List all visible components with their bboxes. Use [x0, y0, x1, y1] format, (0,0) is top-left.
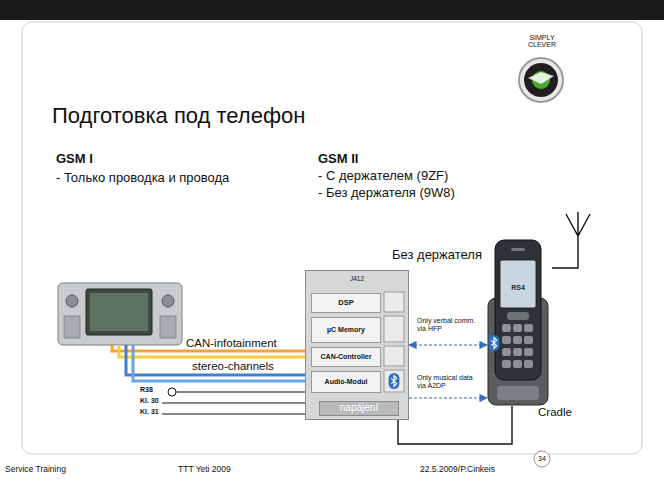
phone-key	[502, 348, 511, 356]
audio-wire	[126, 345, 305, 375]
radio-buttons	[64, 316, 80, 338]
page-circle	[534, 451, 550, 467]
phone-key	[513, 360, 522, 368]
phone-nav	[507, 312, 529, 320]
module-slot	[384, 346, 404, 366]
pin-name: Kl. 31	[140, 408, 159, 416]
bluetooth-rune	[491, 338, 496, 349]
terminal-symbol	[168, 388, 176, 396]
pin-name: Kl. 30	[140, 397, 159, 405]
node-text: CAN-Controller	[321, 353, 372, 360]
phone-key	[513, 324, 522, 332]
node-text: µC Memory	[326, 326, 366, 333]
heading: GSM II	[318, 152, 358, 167]
node-text: RS4	[511, 284, 525, 291]
module-box: CAN-Controller	[311, 347, 381, 367]
module-slot	[384, 292, 404, 312]
footer-text: TTT Yeti 2009	[178, 465, 231, 475]
antenna	[566, 212, 590, 250]
bluetooth-link	[409, 344, 487, 345]
phone-key	[524, 324, 533, 332]
radio-screen-glass	[90, 293, 148, 331]
note: - Без держателя (9W8)	[318, 186, 455, 201]
top-bar	[0, 0, 664, 20]
note: - Только проводка и провода	[56, 171, 229, 186]
bluetooth-link	[409, 397, 487, 398]
logo-ring	[519, 58, 563, 102]
module-box: µC Memory	[311, 317, 381, 343]
phone-key	[502, 324, 511, 332]
slide-frame	[22, 22, 642, 454]
phone-earpiece	[511, 248, 525, 251]
link-label: Only verbal comm. via HFP	[416, 317, 484, 333]
note: - С держателем (9ZF)	[318, 169, 448, 184]
cradle-cable	[398, 406, 512, 444]
bluetooth-rune	[391, 376, 396, 387]
power-wire	[162, 392, 305, 414]
phone-art	[487, 238, 549, 406]
audio-wire	[133, 345, 305, 381]
page-number: 34	[538, 455, 546, 463]
antenna-cable	[552, 250, 578, 268]
callout-label: Без держателя	[392, 248, 482, 263]
radio-screen	[86, 289, 152, 335]
logo-disc	[524, 63, 558, 97]
signal-name: stereo-channels	[192, 360, 274, 373]
module-box: Audio-Modul	[311, 371, 381, 393]
control-unit: J412DSP µC MemoryCAN-ControllerAudio-Modu…	[305, 270, 409, 420]
power-band: napájení	[319, 401, 399, 416]
radio-knob	[162, 295, 174, 307]
slide-title: Подготовка под телефон	[52, 103, 305, 128]
module-slot	[384, 316, 404, 342]
heading: GSM I	[56, 152, 93, 167]
module-box: DSP	[311, 293, 381, 313]
logo-arrow	[528, 72, 554, 84]
phone-key	[524, 336, 533, 344]
bluetooth-icon	[389, 373, 400, 389]
phone-key	[524, 360, 533, 368]
phone-key	[513, 336, 522, 344]
node-text: DSP	[338, 299, 353, 307]
phone-screen	[500, 260, 536, 308]
phone-key	[502, 360, 511, 368]
part-name: Cradle	[538, 406, 572, 419]
phone-body	[495, 240, 541, 380]
signal-name: CAN-infotainment	[186, 337, 277, 350]
node-text: napájení	[340, 403, 378, 414]
phone-key	[513, 348, 522, 356]
module-slot	[384, 370, 404, 392]
radio-unit	[58, 283, 182, 345]
slogan: SIMPLY CLEVER	[527, 34, 557, 49]
phone-key	[502, 336, 511, 344]
cradle-foot	[497, 386, 539, 400]
footer-text: Service Training	[5, 465, 66, 475]
bluetooth-icon	[489, 335, 500, 351]
radio-buttons	[160, 316, 176, 338]
pin-name: R38	[140, 386, 153, 394]
phone: RS4	[487, 238, 549, 406]
node-text: Audio-Modul	[325, 378, 368, 385]
footer-text: 22.5.2009/P.Cinkeis	[420, 465, 495, 475]
radio-knob	[66, 295, 78, 307]
link-label: Only musical data via A2DP	[416, 374, 484, 390]
node-text: J412	[350, 276, 364, 283]
phone-key	[524, 348, 533, 356]
